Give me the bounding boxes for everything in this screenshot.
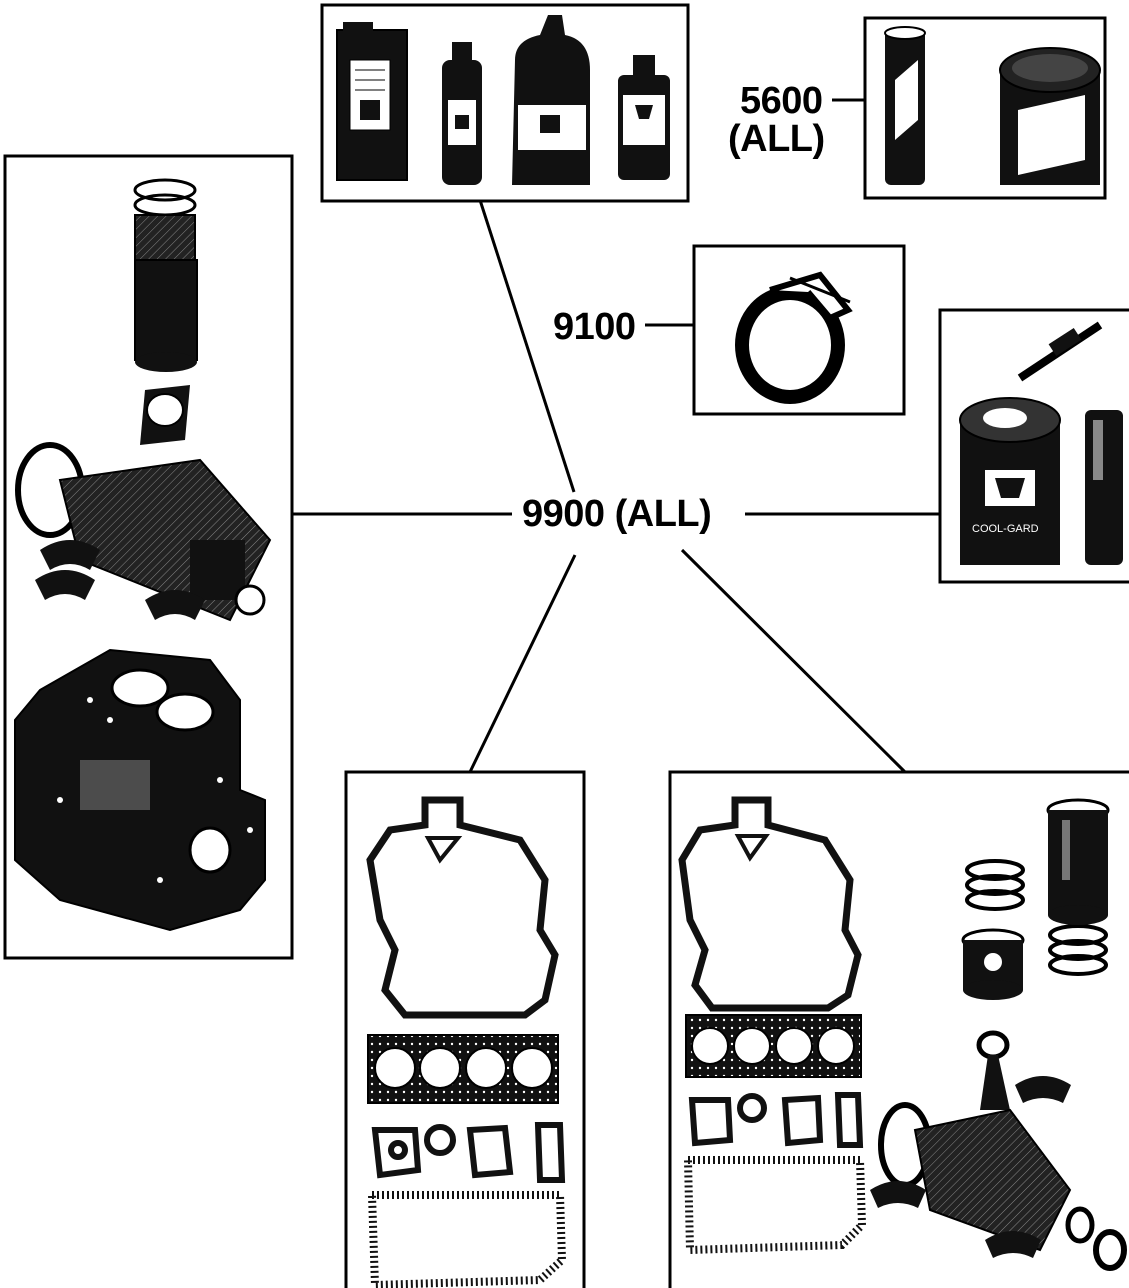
piston-icon (961, 928, 1025, 1000)
jug-icon (512, 15, 590, 185)
line-to-fluids-box (478, 199, 576, 493)
callout-5600-all: (ALL) (728, 118, 825, 160)
callout-9100: 9100 (553, 306, 636, 348)
cylinder-liner-icon (1046, 798, 1110, 925)
crankshaft-icon (870, 1076, 1127, 1271)
syringe-icon (1017, 321, 1103, 382)
overhaul-kit-box (668, 770, 1129, 1288)
sealant-tin-icon (999, 47, 1101, 185)
small-bottle-icon (442, 42, 482, 185)
callout-9900-all: 9900 (ALL) (522, 493, 712, 535)
line-to-overhaul-box (680, 548, 907, 774)
coolant-tube-icon (1085, 410, 1123, 565)
piston-rings-icon (965, 859, 1108, 976)
engine-block-box (3, 154, 294, 960)
crankshaft-icon (15, 442, 272, 622)
gasket-set-box (344, 770, 586, 1288)
coolant-can-label: COOL-GARD (972, 523, 1039, 535)
small-can-icon (618, 55, 670, 180)
coolant-can-icon: COOL-GARD (959, 397, 1061, 565)
connecting-rod-icon (976, 1030, 1010, 1110)
hose-clamp-icon (735, 271, 853, 404)
timing-cover-gasket-icon (366, 796, 559, 1019)
sealant-tube-icon (884, 26, 926, 185)
small-gaskets-icon (371, 1122, 566, 1183)
sealant-box (863, 16, 1107, 200)
engine-block-icon (14, 648, 266, 932)
line-to-gasket-box (468, 554, 577, 773)
head-gasket-icon (367, 1034, 559, 1104)
oil-pan-gasket-icon (683, 1156, 867, 1255)
callout-5600: 5600 (740, 80, 823, 122)
cylinder-liner-icon (133, 178, 198, 445)
head-gasket-icon (685, 1014, 862, 1078)
clamp-box (692, 244, 906, 416)
connector-lines (292, 98, 940, 774)
timing-cover-gasket-icon (678, 796, 862, 1012)
oil-can-icon (336, 22, 408, 181)
oil-pan-gasket-icon (367, 1191, 567, 1288)
small-gaskets-icon (688, 1092, 864, 1148)
fluids-box (320, 3, 690, 203)
coolant-box: COOL-GARD (938, 308, 1129, 584)
